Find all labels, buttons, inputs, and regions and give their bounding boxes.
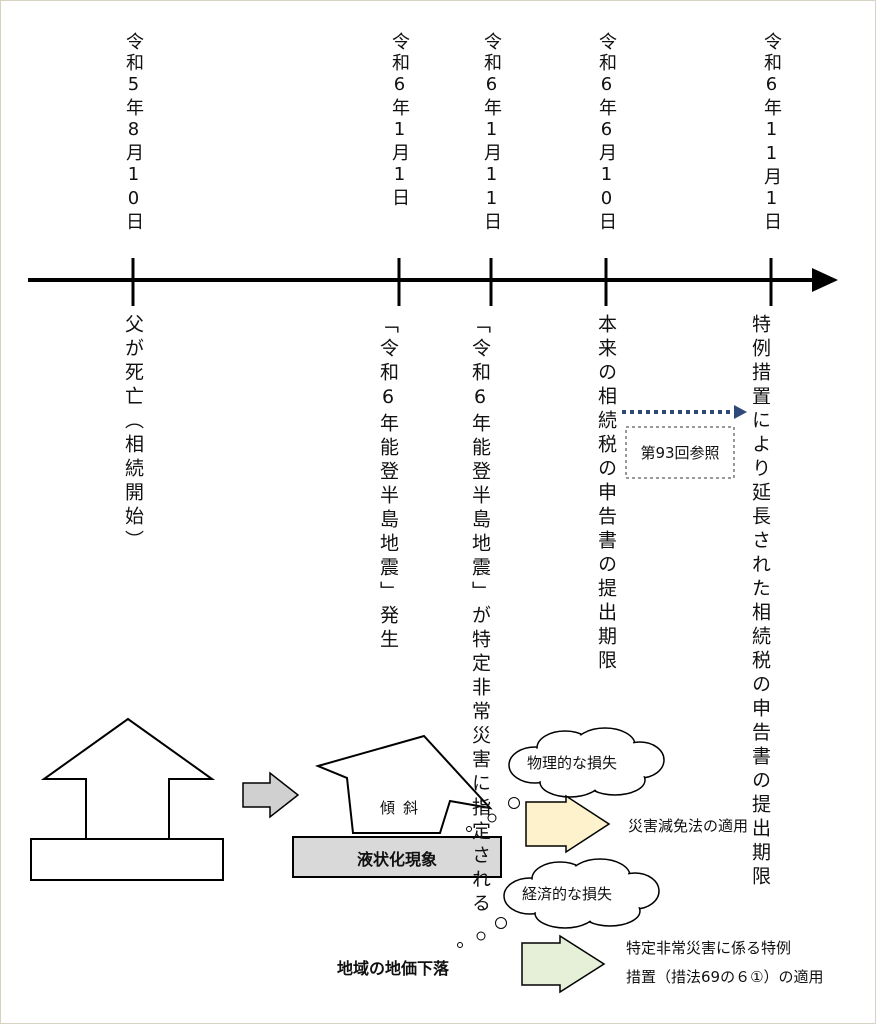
land-price-label: 地域の地価下落 [337, 959, 450, 978]
thought-dot [487, 813, 497, 823]
reference-box [625, 426, 735, 479]
liquefaction-box [292, 836, 502, 878]
event-3-date: 令和6年1月11日 [481, 32, 502, 233]
reference-label: 第93回参照 [640, 444, 720, 462]
thought-dot [508, 797, 520, 809]
event-1-description: 父が死亡（相続開始） [122, 314, 144, 554]
extension-arrowhead [734, 405, 747, 419]
house-before-icon [40, 717, 216, 840]
event-3-description: 「令和6年能登半島地震」が特定非常災害に指定される [469, 314, 491, 917]
physical-loss-cloud-fill [510, 729, 663, 796]
event-4-date: 令和6年6月10日 [596, 32, 617, 233]
thought-dot [476, 931, 486, 941]
liquefaction-label: 液状化現象 [356, 850, 437, 869]
thought-dot [495, 917, 507, 929]
thought-dot [466, 826, 472, 832]
transition-arrow [242, 771, 300, 819]
economic-result-arrow [521, 934, 606, 994]
timeline-arrowhead [812, 268, 838, 292]
tilted-house-icon [314, 734, 493, 834]
ground-before [30, 838, 224, 881]
tilt-label: 傾斜 [380, 799, 427, 817]
physical-loss-result: 災害減免法の適用 [628, 817, 749, 835]
economic-loss-cloud-fill [505, 860, 658, 927]
event-5-description: 特例措置により延長された相続税の申告書の提出期限 [749, 314, 771, 890]
event-5-date: 令和6年11月1日 [761, 32, 782, 233]
event-1-date: 令和5年8月10日 [123, 32, 144, 233]
economic-loss-result-line1: 特定非常災害に係る特例 [626, 939, 792, 957]
economic-loss-result-line2: 措置（措法69の６①）の適用 [626, 968, 824, 986]
thought-dot [457, 942, 463, 948]
physical-loss-bubble-text: 物理的な損失 [527, 754, 618, 772]
event-2-description: 「令和6年能登半島地震」発生 [377, 314, 399, 653]
event-2-date: 令和6年1月1日 [389, 32, 410, 209]
event-4-description: 本来の相続税の申告書の提出期限 [595, 314, 617, 674]
physical-result-arrow [525, 794, 611, 854]
economic-loss-bubble-text: 経済的な損失 [522, 885, 613, 903]
